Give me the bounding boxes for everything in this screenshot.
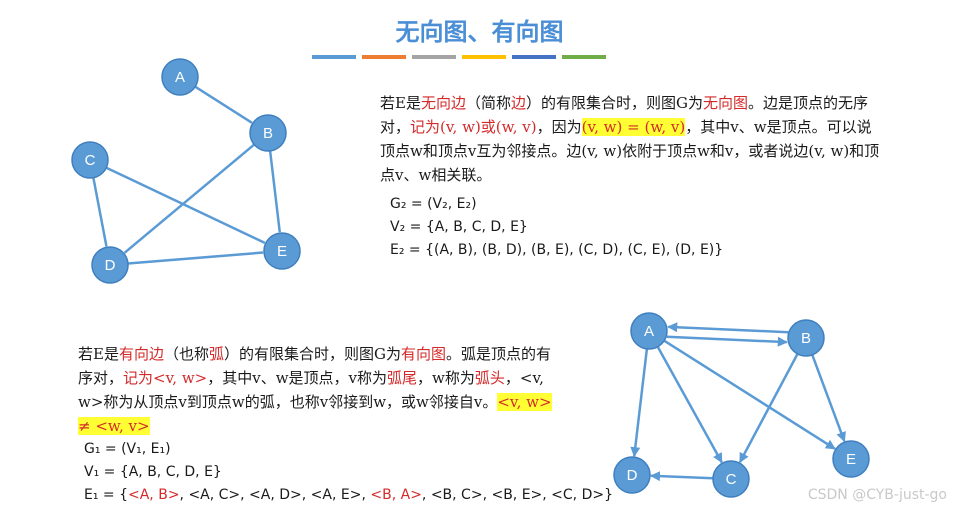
dg-node-d: [613, 456, 651, 494]
d-text-3: ）的有限集合时，则图G为: [224, 345, 401, 363]
ud-highlight-equality: (v, w) = (w, v): [581, 118, 686, 136]
directed-description: 若E是有向边（也称弧）的有限集合时，则图G为有向图。弧是顶点的有序对，记为<v,…: [78, 342, 558, 438]
undirected-description: 若E是无向边（简称边）的有限集合时，则图G为无向图。边是顶点的无序对，记为(v,…: [380, 91, 880, 187]
ug-node-d: [91, 246, 129, 284]
dg-node-d-label: D: [627, 467, 638, 484]
dg-arc-BA: [667, 322, 789, 334]
d-term-arc-tail: 弧尾: [387, 369, 418, 387]
ud-math-line-3: E₂ = {(A, B), (B, D), (B, E), (C, D), (C…: [390, 242, 724, 258]
d-term-arc-head: 弧头: [474, 369, 505, 387]
directed-formal-def: G₁ = (V₁, E₁) V₁ = {A, B, C, D, E} E₁ = …: [84, 438, 613, 507]
ug-edge-AB: [194, 85, 253, 124]
d-edge-list-2: <B, A>: [370, 487, 422, 503]
dg-arc-BC: [738, 353, 799, 464]
accent-bar-1: [312, 55, 356, 59]
d-text-5: ，其中v、w是顶点，v称为: [207, 369, 388, 387]
dg-node-a: [630, 312, 668, 350]
ug-edge-DE: [127, 251, 264, 265]
ug-node-c: [71, 141, 109, 179]
d-math-line-3-prefix: E₁ = {: [84, 487, 128, 503]
d-edge-list-0: <A, B>: [128, 487, 180, 503]
ug-node-c-label: C: [85, 152, 96, 169]
ug-node-b: [249, 114, 287, 152]
directed-graph: A B C D E: [613, 312, 870, 498]
dg-node-c-label: C: [726, 471, 737, 488]
ug-edge-CD: [92, 177, 108, 247]
dg-node-c: [712, 460, 750, 498]
accent-bar-4: [462, 55, 506, 59]
accent-bar-2: [362, 55, 406, 59]
d-text-7: ，<v, w>称为从顶点v到顶点w的弧，也称v邻接到w，或w邻接自v。: [78, 369, 544, 411]
ud-text-1: 若E是: [380, 94, 421, 112]
page-title: 无向图、有向图: [395, 18, 564, 46]
ud-math-line-1: G₂ = (V₂, E₂): [390, 196, 477, 212]
d-edge-list-3: , <B, C>, <B, E>, <C, D>}: [421, 487, 613, 503]
ug-node-a-label: A: [175, 69, 185, 86]
ug-node-d-label: D: [105, 257, 116, 274]
ug-node-e-label: E: [277, 243, 287, 260]
ud-term-edge: 边: [510, 94, 526, 112]
d-text-4: 。弧是顶点的有序对，: [78, 345, 552, 387]
ud-term-undirected-edge: 无向边: [420, 94, 466, 112]
dg-arc-AE: [663, 339, 836, 450]
ud-term-undirected-graph: 无向图: [702, 94, 748, 112]
ud-math-line-2: V₂ = {A, B, C, D, E}: [390, 219, 528, 235]
dg-node-e-label: E: [846, 451, 856, 468]
d-edge-list-1: , <A, C>, <A, D>, <A, E>,: [179, 487, 371, 503]
d-text-1: 若E是: [78, 345, 119, 363]
dg-node-b: [787, 319, 825, 357]
ug-edge-BD: [123, 143, 255, 254]
d-term-directed-graph: 有向图: [400, 345, 446, 363]
dg-arc-AD: [630, 348, 649, 458]
undirected-formal-def: G₂ = (V₂, E₂) V₂ = {A, B, C, D, E} E₂ = …: [390, 193, 723, 262]
dg-node-a-label: A: [644, 323, 654, 340]
ug-node-a: [161, 58, 199, 96]
dg-arc-AB: [666, 335, 788, 347]
d-text-6: ，w称为: [417, 369, 475, 387]
dg-arc-CD: [649, 471, 714, 482]
ud-text-5: ，因为: [536, 118, 582, 136]
accent-bar-6: [562, 55, 606, 59]
dg-arc-AC: [656, 346, 723, 464]
dg-node-b-label: B: [801, 330, 811, 347]
d-text-2: （也称: [163, 345, 209, 363]
ug-node-b-label: B: [263, 125, 273, 142]
d-term-arc: 弧: [208, 345, 224, 363]
ud-text-4: 。边是顶点的无序对，: [380, 94, 869, 136]
ug-node-e: [263, 232, 301, 270]
undirected-graph: A B C D E: [71, 58, 301, 284]
ud-text-6: ，其中v、w是顶点。可以说顶点w和顶点v互为邻接点。边(v, w)依附于顶点w和…: [380, 118, 880, 184]
ud-text-3: ）的有限集合时，则图G为: [526, 94, 703, 112]
ud-notation: 记为(v, w)或(w, v): [410, 118, 537, 136]
d-math-line-1: G₁ = (V₁, E₁): [84, 441, 171, 457]
d-term-directed-edge: 有向边: [118, 345, 164, 363]
dg-arc-BE: [811, 354, 846, 443]
watermark: CSDN @CYB-just-go: [807, 487, 947, 503]
accent-bar-3: [412, 55, 456, 59]
d-math-line-3: E₁ = {<A, B>, <A, C>, <A, D>, <A, E>, <B…: [84, 484, 613, 507]
accent-bar-5: [512, 55, 556, 59]
ud-text-2: （简称: [465, 94, 511, 112]
dg-node-e: [832, 440, 870, 478]
ug-edge-CE: [105, 166, 266, 244]
d-math-line-2: V₁ = {A, B, C, D, E}: [84, 464, 222, 480]
ug-edge-BE: [268, 150, 282, 233]
d-notation: 记为<v, w>: [123, 369, 208, 387]
